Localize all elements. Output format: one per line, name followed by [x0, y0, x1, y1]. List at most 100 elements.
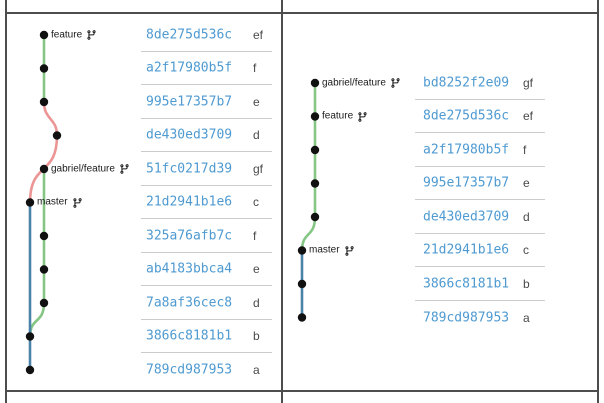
commit-row: 789cd987953 a	[415, 301, 545, 335]
branch-label-feature: feature	[51, 30, 97, 41]
commit-short-name: a	[523, 310, 530, 325]
commit-hash-link[interactable]: 789cd987953	[146, 362, 233, 378]
commit-node[interactable]	[39, 30, 49, 40]
commit-hash-link[interactable]: ab4183bbca4	[146, 261, 233, 277]
commit-hash-link[interactable]: 995e17357b7	[423, 175, 510, 191]
branch-label-text: master	[37, 196, 68, 208]
commit-short-name: e	[253, 94, 260, 109]
commit-short-name: c	[523, 243, 529, 257]
table-border-top	[5, 12, 599, 14]
branch-label-feature: feature	[322, 111, 368, 122]
commit-row: de430ed3709 d	[415, 200, 545, 234]
branch-label-gabriel-feature: gabriel/feature	[51, 164, 130, 175]
git-branch-icon	[87, 30, 96, 40]
commit-node[interactable]	[52, 131, 62, 140]
left-rebased-branch-edge	[28, 100, 59, 204]
commit-hash-link[interactable]: 21d2941b1e6	[146, 194, 233, 210]
commit-node[interactable]	[310, 112, 320, 121]
git-branch-icon	[391, 78, 400, 88]
commit-node[interactable]	[297, 279, 307, 289]
commit-list-left: 8de275d536c ef a2f17980b5f f 995e17357b7…	[141, 18, 272, 387]
branch-label-text: feature	[322, 110, 354, 122]
commit-row: 995e17357b7 e	[415, 167, 545, 201]
commit-hash-link[interactable]: de430ed3709	[146, 127, 233, 143]
commit-hash-link[interactable]: 3866c8181b1	[146, 328, 233, 344]
git-branch-icon	[344, 245, 354, 256]
branch-label-gabriel-feature: gabriel/feature	[322, 78, 401, 89]
commit-hash-link[interactable]: 789cd987953	[423, 310, 510, 325]
commit-node[interactable]	[310, 78, 320, 88]
commit-node[interactable]	[39, 97, 49, 107]
commit-row: 8de275d536c ef	[415, 100, 545, 134]
commit-short-name: ef	[523, 109, 534, 123]
commit-hash-link[interactable]: 995e17357b7	[146, 94, 233, 109]
left-gabriel-feature-branch-edge	[28, 167, 46, 338]
table-border-right	[597, 0, 599, 403]
table-border-bottom	[5, 390, 599, 392]
commit-short-name: b	[253, 329, 260, 343]
commit-node[interactable]	[25, 198, 35, 207]
commit-short-name: e	[523, 176, 530, 190]
commit-row: 3866c8181b1 b	[415, 267, 545, 301]
commit-short-name: f	[253, 61, 257, 75]
table-border-left	[5, 0, 7, 403]
commit-short-name: gf	[523, 75, 534, 90]
commit-node[interactable]	[39, 298, 49, 308]
table-border-divider	[281, 0, 283, 403]
right-feature-branch-edge	[300, 81, 317, 252]
commit-hash-link[interactable]: 21d2941b1e6	[423, 242, 510, 258]
commit-hash-link[interactable]: 8de275d536c	[146, 27, 233, 42]
commit-row: de430ed3709 d	[141, 119, 272, 153]
commit-node[interactable]	[25, 365, 35, 375]
commit-row: 789cd987953 a	[141, 353, 272, 387]
commit-short-name: a	[253, 363, 260, 377]
commit-hash-link[interactable]: 8de275d536c	[423, 108, 510, 124]
commit-node[interactable]	[25, 332, 35, 341]
commit-short-name: gf	[253, 161, 264, 176]
branch-label-text: gabriel/feature	[322, 77, 386, 88]
commit-row: bd8252f2e09 gf	[415, 66, 545, 100]
commit-row: 21d2941b1e6 c	[415, 234, 545, 268]
commit-short-name: f	[253, 228, 257, 243]
commit-short-name: f	[523, 142, 527, 157]
commit-hash-link[interactable]: de430ed3709	[423, 209, 510, 224]
commit-row: a2f17980b5f f	[415, 133, 545, 167]
commit-short-name: e	[253, 262, 260, 276]
git-branch-icon	[72, 197, 82, 208]
commit-node[interactable]	[297, 246, 307, 255]
git-branch-icon	[358, 111, 367, 122]
commit-short-name: ef	[253, 27, 264, 42]
commit-list-right: bd8252f2e09 gf 8de275d536c ef a2f17980b5…	[415, 66, 545, 334]
commit-hash-link[interactable]: 7a8af36cec8	[146, 295, 233, 310]
commit-short-name: d	[523, 209, 530, 224]
branch-label-master: master	[37, 197, 83, 208]
commit-short-name: b	[523, 276, 530, 291]
commit-hash-link[interactable]: 51fc0217d39	[146, 161, 233, 176]
commit-hash-link[interactable]: 325a76afb7c	[146, 228, 233, 243]
commit-node[interactable]	[39, 265, 49, 274]
commit-hash-link[interactable]: a2f17980b5f	[423, 142, 510, 157]
commit-node[interactable]	[39, 231, 49, 241]
commit-node[interactable]	[310, 145, 320, 155]
commit-row: 8de275d536c ef	[141, 18, 272, 52]
commit-row: 995e17357b7 e	[141, 85, 272, 119]
commit-hash-link[interactable]: bd8252f2e09	[423, 75, 510, 90]
commit-short-name: d	[253, 295, 260, 310]
commit-node[interactable]	[39, 64, 49, 73]
commit-row: ab4183bbca4 e	[141, 253, 272, 287]
commit-hash-link[interactable]: a2f17980b5f	[146, 60, 233, 76]
git-branch-icon	[120, 164, 129, 174]
commit-node[interactable]	[310, 179, 320, 188]
commit-row: 3866c8181b1 b	[141, 320, 272, 354]
commit-node[interactable]	[297, 313, 307, 322]
commit-row: 51fc0217d39 gf	[141, 152, 272, 186]
commit-node[interactable]	[39, 164, 49, 174]
branch-label-text: gabriel/feature	[51, 163, 115, 174]
branch-label-text: feature	[51, 29, 83, 40]
branch-label-text: master	[309, 244, 340, 256]
commit-hash-link[interactable]: 3866c8181b1	[423, 276, 510, 291]
commit-node[interactable]	[310, 212, 320, 222]
commit-row: 7a8af36cec8 d	[141, 286, 272, 320]
